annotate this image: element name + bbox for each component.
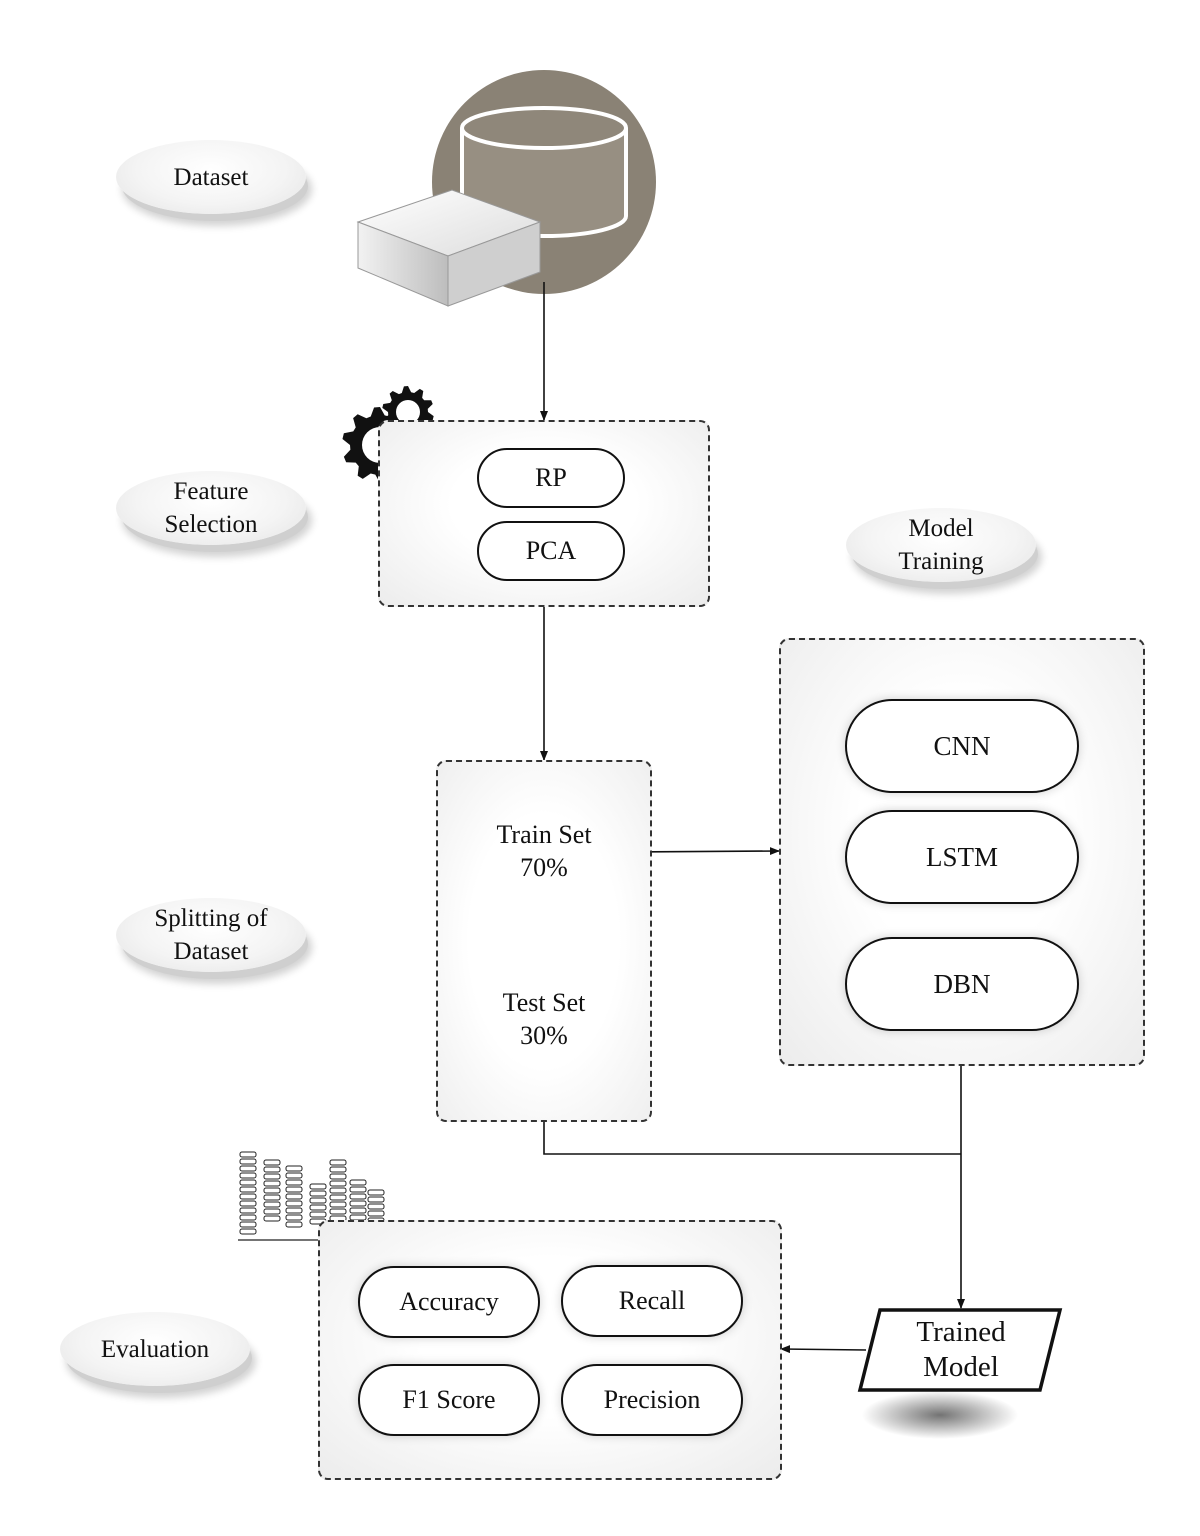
metrics-chart-mark — [263, 1208, 281, 1215]
metrics-chart-mark — [309, 1183, 327, 1190]
metrics-chart-mark — [329, 1194, 347, 1201]
metrics-chart-mark — [239, 1221, 257, 1228]
split-name: Test Set — [502, 988, 586, 1017]
stage-label-splitting: Splitting of Dataset — [116, 898, 306, 972]
method-label: PCA — [525, 536, 577, 565]
stage-label-feature-selection: Feature Selection — [116, 471, 306, 545]
stage-text: Dataset — [173, 938, 249, 965]
model-dbn: DBN — [845, 937, 1079, 1031]
metrics-chart-mark — [329, 1173, 347, 1180]
metrics-chart-mark — [309, 1190, 327, 1197]
metrics-chart-mark — [349, 1186, 367, 1193]
method-pca: PCA — [477, 521, 625, 581]
stage-text: Splitting of — [154, 905, 268, 932]
metric-f1-score: F1 Score — [358, 1364, 540, 1436]
metrics-chart-mark — [367, 1203, 385, 1210]
train-set-label: Train Set 70% — [464, 818, 624, 884]
stage-label-dataset: Dataset — [116, 140, 306, 214]
metric-recall: Recall — [561, 1265, 743, 1337]
metrics-chart-mark — [263, 1187, 281, 1194]
method-label: RP — [535, 463, 567, 492]
metrics-chart-mark — [285, 1186, 303, 1193]
database-icon — [356, 70, 656, 307]
stage-label-model-training: Model Training — [846, 508, 1036, 582]
metrics-chart-mark — [329, 1201, 347, 1208]
stage-text: Dataset — [173, 163, 249, 191]
metrics-chart-mark — [239, 1179, 257, 1186]
metrics-chart-mark — [285, 1221, 303, 1228]
stage-label-evaluation: Evaluation — [60, 1312, 250, 1386]
metrics-chart-mark — [263, 1194, 281, 1201]
metrics-chart-mark — [263, 1159, 281, 1166]
metrics-chart-mark — [349, 1179, 367, 1186]
metrics-chart-mark — [309, 1197, 327, 1204]
metrics-chart-mark — [263, 1173, 281, 1180]
model-lstm: LSTM — [845, 810, 1079, 904]
metric-precision: Precision — [561, 1364, 743, 1436]
stage-text: Evaluation — [100, 1335, 210, 1363]
metrics-chart-mark — [349, 1207, 367, 1214]
test-set-label: Test Set 30% — [464, 986, 624, 1052]
metrics-chart-mark — [239, 1228, 257, 1235]
trained-text: Model — [923, 1351, 999, 1383]
model-label: DBN — [933, 968, 991, 999]
metrics-chart-mark — [349, 1200, 367, 1207]
metrics-chart-mark — [329, 1159, 347, 1166]
metrics-chart-mark — [239, 1172, 257, 1179]
metrics-chart-mark — [285, 1172, 303, 1179]
metrics-chart-mark — [309, 1204, 327, 1211]
split-percent: 70% — [520, 853, 568, 882]
metrics-chart-mark — [285, 1179, 303, 1186]
metrics-chart-mark — [329, 1208, 347, 1215]
metrics-chart-mark — [349, 1193, 367, 1200]
metrics-chart-mark — [239, 1200, 257, 1207]
metrics-chart-mark — [329, 1180, 347, 1187]
metrics-chart-mark — [239, 1151, 257, 1158]
metric-label: Accuracy — [399, 1287, 499, 1316]
metrics-chart-mark — [239, 1186, 257, 1193]
metrics-chart-mark — [367, 1189, 385, 1196]
metrics-chart-mark — [329, 1166, 347, 1173]
metrics-chart-mark — [367, 1196, 385, 1203]
split-name: Train Set — [496, 820, 592, 849]
metric-label: Precision — [603, 1385, 701, 1414]
metrics-chart-mark — [239, 1193, 257, 1200]
metrics-chart-mark — [239, 1214, 257, 1221]
split-box — [436, 760, 652, 1122]
metrics-chart-mark — [263, 1166, 281, 1173]
model-label: CNN — [933, 730, 991, 761]
metrics-chart-mark — [239, 1165, 257, 1172]
split-percent: 30% — [520, 1021, 568, 1050]
metric-accuracy: Accuracy — [358, 1266, 540, 1338]
metrics-chart-mark — [263, 1201, 281, 1208]
stage-text: Selection — [164, 511, 258, 538]
metrics-chart-mark — [329, 1187, 347, 1194]
trained-model-shape — [857, 1308, 1063, 1439]
metrics-chart-mark — [239, 1207, 257, 1214]
trained-text: Trained — [916, 1316, 1006, 1348]
metrics-chart-mark — [239, 1158, 257, 1165]
metrics-chart-mark — [285, 1193, 303, 1200]
metrics-chart-mark — [367, 1210, 385, 1217]
arrow-trained-to-evaluation — [780, 1345, 867, 1354]
stage-text: Feature — [173, 478, 249, 505]
metrics-chart-mark — [285, 1207, 303, 1214]
trained-model-label: Trained Model — [876, 1315, 1046, 1385]
arrow-train-to-models — [627, 847, 780, 856]
method-rp: RP — [477, 448, 625, 508]
stage-text: Model — [908, 515, 974, 542]
stage-text: Training — [898, 548, 984, 575]
metrics-chart-mark — [285, 1200, 303, 1207]
metric-label: F1 Score — [402, 1385, 496, 1414]
metrics-chart-mark — [285, 1165, 303, 1172]
model-cnn: CNN — [845, 699, 1079, 793]
metrics-chart-mark — [263, 1215, 281, 1222]
model-label: LSTM — [925, 841, 998, 872]
metrics-chart-mark — [285, 1214, 303, 1221]
metrics-chart-mark — [263, 1180, 281, 1187]
metrics-chart-mark — [309, 1211, 327, 1218]
evaluation-box — [318, 1220, 782, 1480]
metric-label: Recall — [618, 1286, 686, 1315]
